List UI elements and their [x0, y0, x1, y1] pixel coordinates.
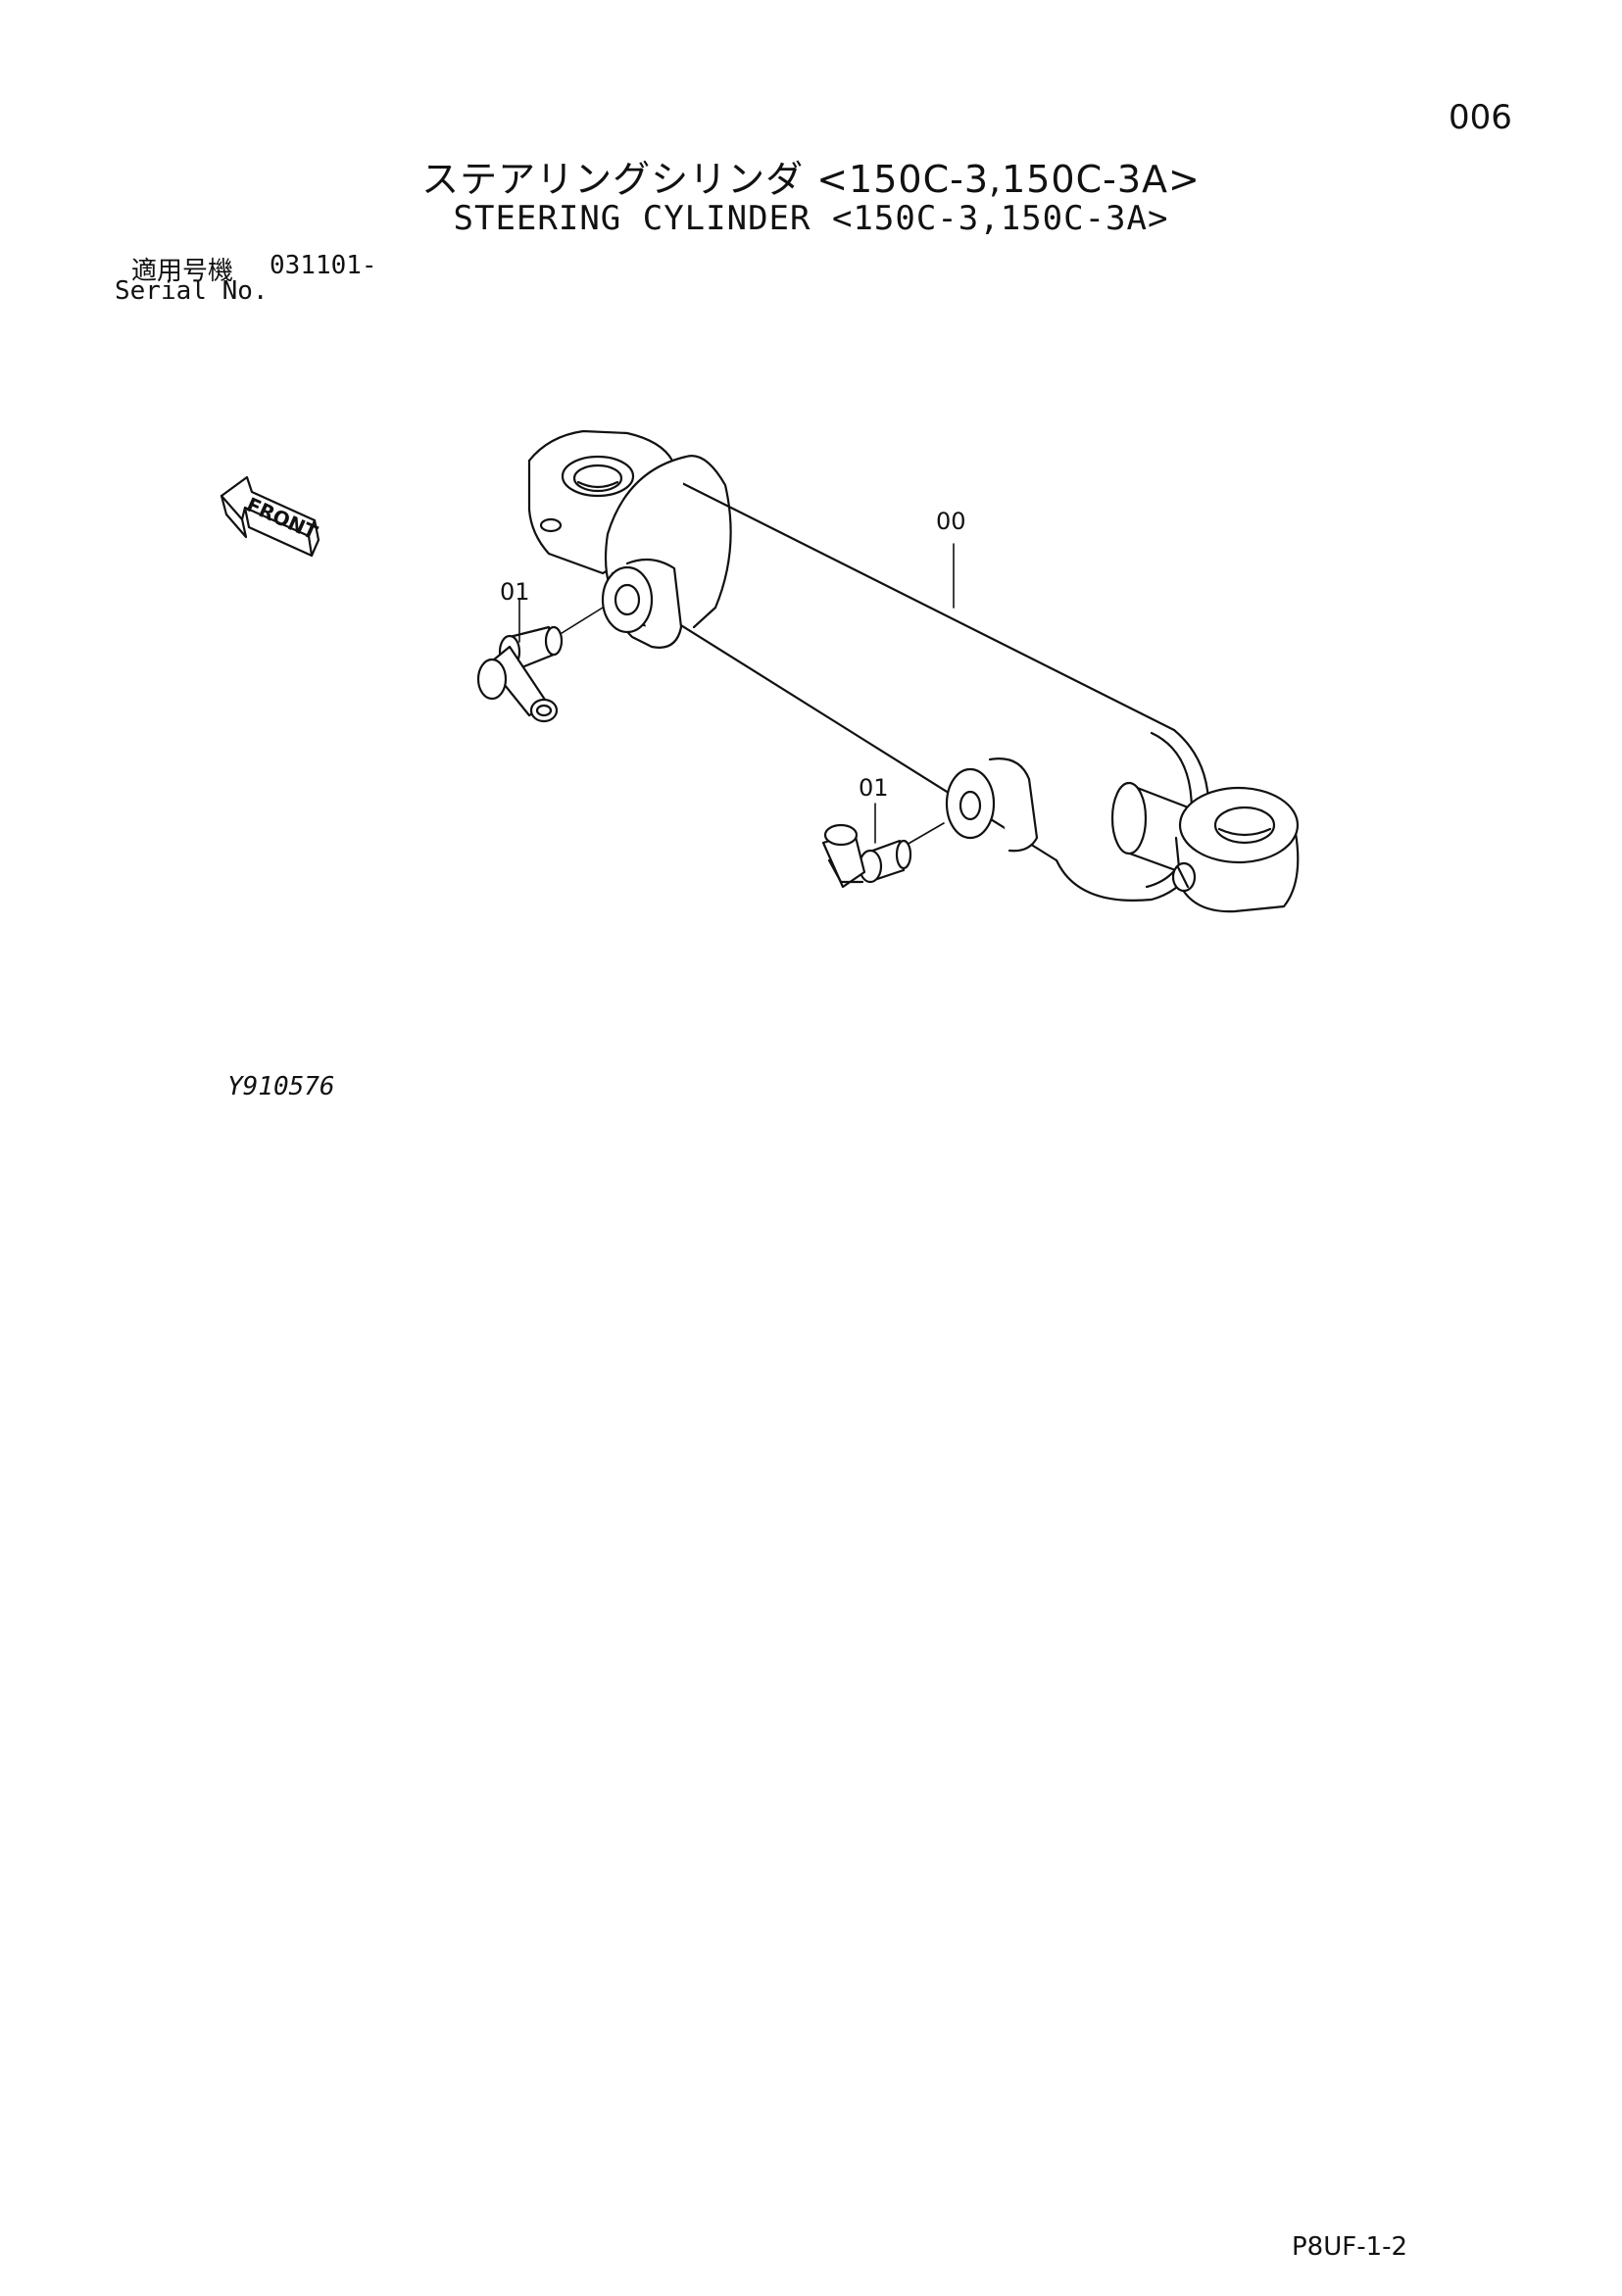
- port-boss-right: [945, 757, 1039, 853]
- callout-00: 00: [936, 508, 966, 535]
- rear-clevis: [527, 429, 678, 575]
- piston-rod: [1110, 781, 1193, 874]
- page-number: 006: [1449, 98, 1512, 137]
- port-boss-left: [601, 558, 683, 649]
- serial-label-japanese: 適用号機: [131, 257, 234, 286]
- document-code: P8UF-1-2: [1292, 2232, 1408, 2262]
- callout-01-right: 01: [859, 774, 889, 802]
- front-label: FRONT: [243, 493, 321, 545]
- callout-leaders: [518, 543, 955, 844]
- page-title-english: STEERING CYLINDER <150C-3,150C-3A>: [453, 199, 1169, 238]
- serial-label-english: Serial No.: [115, 276, 269, 306]
- figure-id: Y910576: [227, 1072, 335, 1101]
- page-title-japanese: ステアリングシリンダ <150C-3,150C-3A>: [421, 158, 1201, 201]
- rod-end-eye: [1171, 786, 1300, 913]
- serial-number-value: 031101-: [270, 251, 377, 280]
- elbow-fitting-left: [476, 607, 604, 723]
- callout-01-left: 01: [500, 578, 530, 606]
- front-direction-arrow: FRONT: [220, 475, 321, 558]
- elbow-fitting-right: [821, 822, 945, 889]
